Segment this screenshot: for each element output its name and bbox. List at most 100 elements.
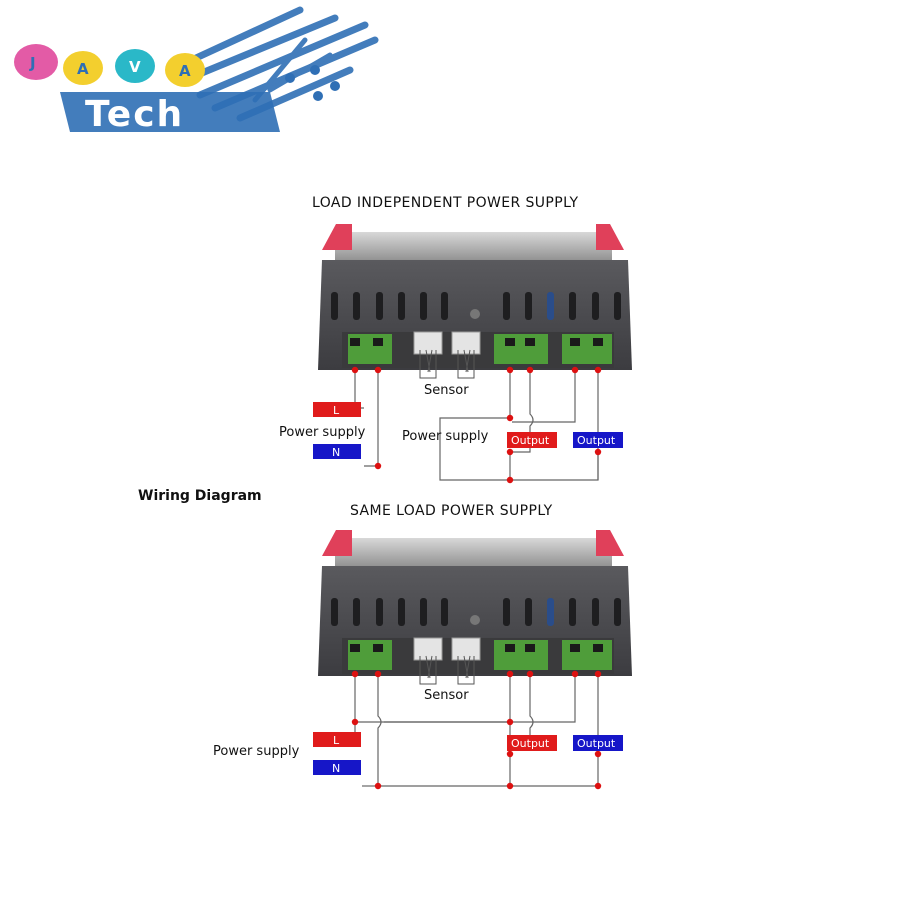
controller-top-panel xyxy=(335,538,612,568)
output-red-label: Output xyxy=(511,737,550,750)
logo-bubbles: J A V A xyxy=(14,44,205,87)
line-tag-label: L xyxy=(333,404,340,417)
diagram-load-independent: LOAD INDEPENDENT POWER SUPPLY Sensor xyxy=(279,195,623,484)
vent-slot xyxy=(569,292,576,320)
neutral-tag-label: N xyxy=(332,446,340,459)
sensor-label: Sensor xyxy=(424,688,469,703)
junction-dots xyxy=(351,366,602,484)
terminal-screw xyxy=(505,338,515,346)
terminal-screw xyxy=(525,644,535,652)
output-blue-tag xyxy=(573,432,623,448)
vent-slot xyxy=(331,292,338,320)
vent-slot xyxy=(398,292,405,320)
sensor-connector xyxy=(451,637,481,661)
logo-tech-banner xyxy=(60,92,280,132)
screw-hole xyxy=(470,309,480,319)
terminal-screw xyxy=(570,338,580,346)
vent-slot xyxy=(503,598,510,626)
output-blue-label: Output xyxy=(577,737,616,750)
diagram-title: SAME LOAD POWER SUPPLY xyxy=(350,503,553,519)
wires xyxy=(354,674,599,787)
vent-slot xyxy=(525,292,532,320)
terminal-screw xyxy=(373,338,383,346)
vent-slot xyxy=(353,598,360,626)
logo: J A V A Tech xyxy=(14,6,379,135)
left-latch xyxy=(322,530,352,556)
sensor-connector xyxy=(413,331,443,355)
vent-slot xyxy=(614,292,621,320)
vent-slot xyxy=(525,598,532,626)
vent-slot xyxy=(592,292,599,320)
screw-hole xyxy=(470,615,480,625)
sensor-wires xyxy=(419,655,475,685)
terminal-screw xyxy=(373,644,383,652)
terminal-screw xyxy=(593,338,603,346)
sensor-wires xyxy=(419,349,475,379)
vent-slot xyxy=(569,598,576,626)
power-supply-label: Power supply xyxy=(213,744,300,759)
logo-bubble-a2 xyxy=(165,53,205,87)
output-blue-tag xyxy=(573,735,623,751)
vent-slot xyxy=(376,292,383,320)
right-latch xyxy=(596,530,624,556)
vent-slot xyxy=(441,292,448,320)
logo-letter-j: J xyxy=(29,54,36,72)
output-red-label: Output xyxy=(511,434,550,447)
output-red-tag xyxy=(507,432,557,448)
load-power-supply-label: Power supply xyxy=(402,429,489,444)
neutral-tag xyxy=(313,444,361,459)
left-latch xyxy=(322,224,352,250)
sensor-connector xyxy=(413,637,443,661)
logo-word: Tech xyxy=(85,94,184,135)
vent-slot xyxy=(614,598,621,626)
terminal-screw xyxy=(525,338,535,346)
vent-slot xyxy=(441,598,448,626)
vent-slot xyxy=(547,292,554,320)
vent-slot xyxy=(398,598,405,626)
line-tag-label: L xyxy=(333,734,340,747)
neutral-tag xyxy=(313,760,361,775)
wiring-diagram-heading: Wiring Diagram xyxy=(138,488,262,504)
vent-slot xyxy=(376,598,383,626)
controller-unit xyxy=(318,224,632,370)
terminal-screw xyxy=(350,338,360,346)
diagram-title: LOAD INDEPENDENT POWER SUPPLY xyxy=(312,195,578,211)
line-tag xyxy=(313,732,361,747)
terminal-block xyxy=(562,334,612,364)
output-blue-label: Output xyxy=(577,434,616,447)
sensor-connector xyxy=(451,331,481,355)
logo-bubble-j xyxy=(14,44,58,80)
line-tag xyxy=(313,402,361,417)
vent-slot xyxy=(420,598,427,626)
logo-dots xyxy=(285,65,340,101)
logo-bubble-v xyxy=(115,49,155,83)
terminal-screw xyxy=(505,644,515,652)
vent-slot xyxy=(547,598,554,626)
right-latch xyxy=(596,224,624,250)
controller-unit xyxy=(318,530,632,676)
junction-dots xyxy=(351,670,602,790)
vent-slot xyxy=(420,292,427,320)
neutral-tag-label: N xyxy=(332,762,340,775)
controller-top-panel xyxy=(335,232,612,262)
terminal-block xyxy=(494,640,548,670)
output-red-tag xyxy=(507,735,557,751)
terminal-block xyxy=(562,640,612,670)
sensor-label: Sensor xyxy=(424,383,469,398)
logo-letter-a1: A xyxy=(77,60,89,78)
terminal-screw xyxy=(593,644,603,652)
terminal-screw xyxy=(570,644,580,652)
terminal-screw xyxy=(350,644,360,652)
wires xyxy=(354,370,599,481)
power-supply-label: Power supply xyxy=(279,425,366,440)
vent-slot xyxy=(503,292,510,320)
logo-letter-v: V xyxy=(129,58,141,76)
terminal-block xyxy=(494,334,548,364)
vent-slot xyxy=(331,598,338,626)
vent-slot xyxy=(592,598,599,626)
diagram-same-load: SAME LOAD POWER SUPPLY Sensor xyxy=(213,503,623,790)
logo-bubble-a1 xyxy=(63,51,103,85)
logo-letter-a2: A xyxy=(179,62,191,80)
vent-slot xyxy=(353,292,360,320)
